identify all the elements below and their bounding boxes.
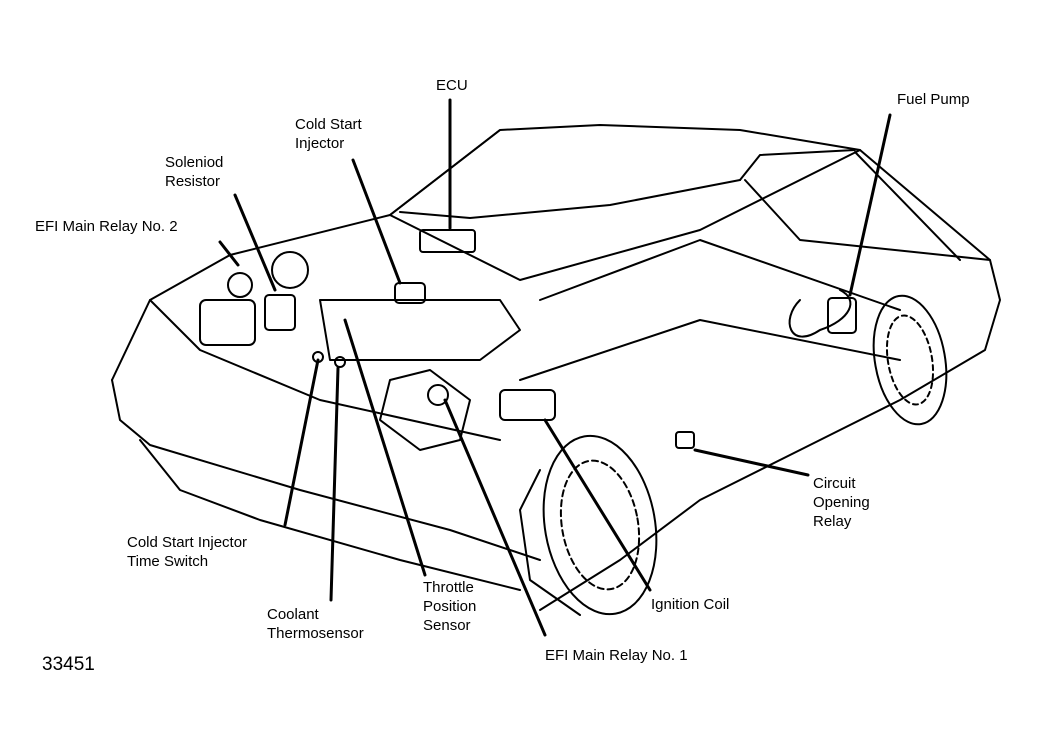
label-ignition-coil: Ignition Coil xyxy=(651,596,730,613)
car-body-outline xyxy=(111,124,1001,611)
label-cold-start-injector: Cold Start Injector xyxy=(295,116,362,152)
rear-wheel xyxy=(872,294,948,426)
front-wheel xyxy=(519,434,658,616)
label-solenoid-resistor: Soleniod Resistor xyxy=(165,154,224,190)
leader-lines xyxy=(218,98,892,637)
engine-components xyxy=(199,229,857,451)
label-fuel-pump: Fuel Pump xyxy=(897,91,970,108)
figure-number: 33451 xyxy=(42,654,95,675)
label-cold-start-injector-time-switch: Cold Start Injector Time Switch xyxy=(127,534,248,570)
label-efi-main-relay-2: EFI Main Relay No. 2 xyxy=(35,218,178,235)
label-throttle-position-sensor: Throttle Position Sensor xyxy=(423,579,477,634)
label-circuit-opening-relay: Circuit Opening Relay xyxy=(813,475,870,530)
label-coolant-thermosensor: Coolant Thermosensor xyxy=(267,606,364,642)
label-efi-main-relay-1: EFI Main Relay No. 1 xyxy=(545,647,688,664)
label-ecu: ECU xyxy=(436,77,468,94)
